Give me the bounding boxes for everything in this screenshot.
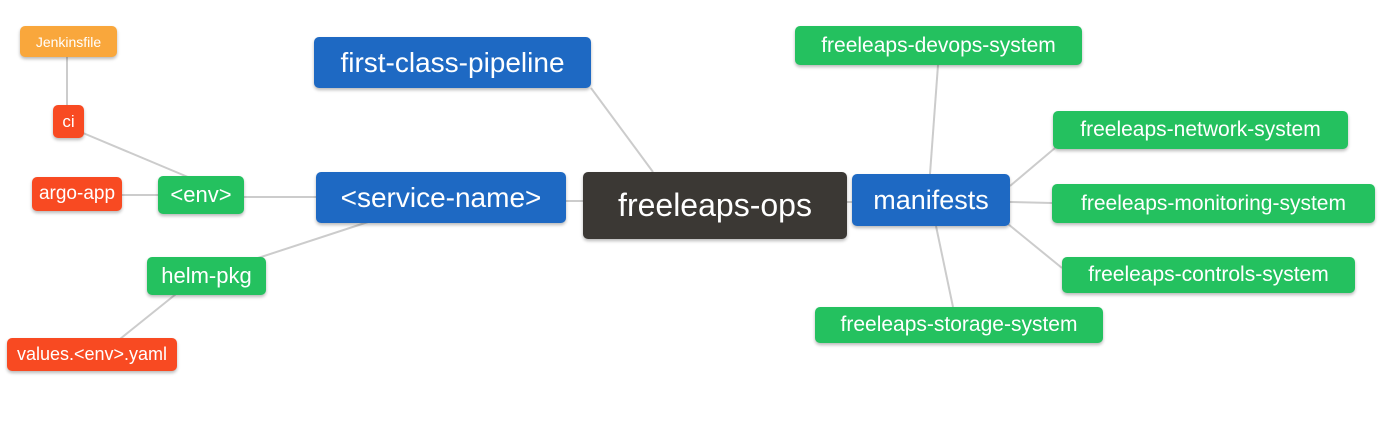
node-label-service-name: <service-name> <box>340 181 542 213</box>
edge-manifests-network-system <box>1009 147 1056 187</box>
edge-helm-pkg-values-env-yaml <box>119 293 177 340</box>
node-env[interactable]: <env> <box>158 176 244 214</box>
node-manifests[interactable]: manifests <box>852 174 1010 226</box>
node-label-network-system: freeleaps-network-system <box>1080 118 1321 141</box>
edge-manifests-devops-system <box>929 64 939 175</box>
node-label-env: <env> <box>170 182 232 207</box>
node-argo-app[interactable]: argo-app <box>32 177 122 211</box>
edge-ci-env <box>82 132 196 181</box>
node-label-controls-system: freeleaps-controls-system <box>1088 263 1329 286</box>
node-devops-system[interactable]: freeleaps-devops-system <box>795 26 1082 65</box>
node-service-name[interactable]: <service-name> <box>316 172 566 223</box>
node-helm-pkg[interactable]: helm-pkg <box>147 257 266 295</box>
node-label-argo-app: argo-app <box>38 183 116 204</box>
edge-manifests-controls-system <box>1007 223 1063 269</box>
node-label-helm-pkg: helm-pkg <box>161 263 252 288</box>
node-label-values-env-yaml: values.<env>.yaml <box>16 344 168 364</box>
node-first-class-pipeline[interactable]: first-class-pipeline <box>314 37 591 88</box>
node-label-monitoring-system: freeleaps-monitoring-system <box>1081 191 1346 215</box>
node-network-system[interactable]: freeleaps-network-system <box>1053 111 1348 149</box>
edge-manifests-monitoring-system <box>1009 201 1053 204</box>
node-label-ci: ci <box>62 111 75 131</box>
node-storage-system[interactable]: freeleaps-storage-system <box>815 307 1103 343</box>
node-ci[interactable]: ci <box>53 105 84 138</box>
node-label-jenkinsfile: Jenkinsfile <box>35 33 102 50</box>
node-label-storage-system: freeleaps-storage-system <box>840 313 1078 336</box>
node-monitoring-system[interactable]: freeleaps-monitoring-system <box>1052 184 1375 223</box>
node-label-first-class-pipeline: first-class-pipeline <box>340 46 565 78</box>
edge-service-name-helm-pkg <box>257 221 369 259</box>
node-controls-system[interactable]: freeleaps-controls-system <box>1062 257 1355 293</box>
node-label-freeleaps-ops: freeleaps-ops <box>618 187 812 223</box>
node-values-env-yaml[interactable]: values.<env>.yaml <box>7 338 177 371</box>
edge-manifests-storage-system <box>935 225 954 308</box>
node-label-manifests: manifests <box>873 184 989 215</box>
node-label-devops-system: freeleaps-devops-system <box>821 33 1056 57</box>
edge-first-class-pipeline-freeleaps-ops <box>590 87 654 173</box>
node-jenkinsfile[interactable]: Jenkinsfile <box>20 26 117 57</box>
node-freeleaps-ops[interactable]: freeleaps-ops <box>583 172 847 239</box>
